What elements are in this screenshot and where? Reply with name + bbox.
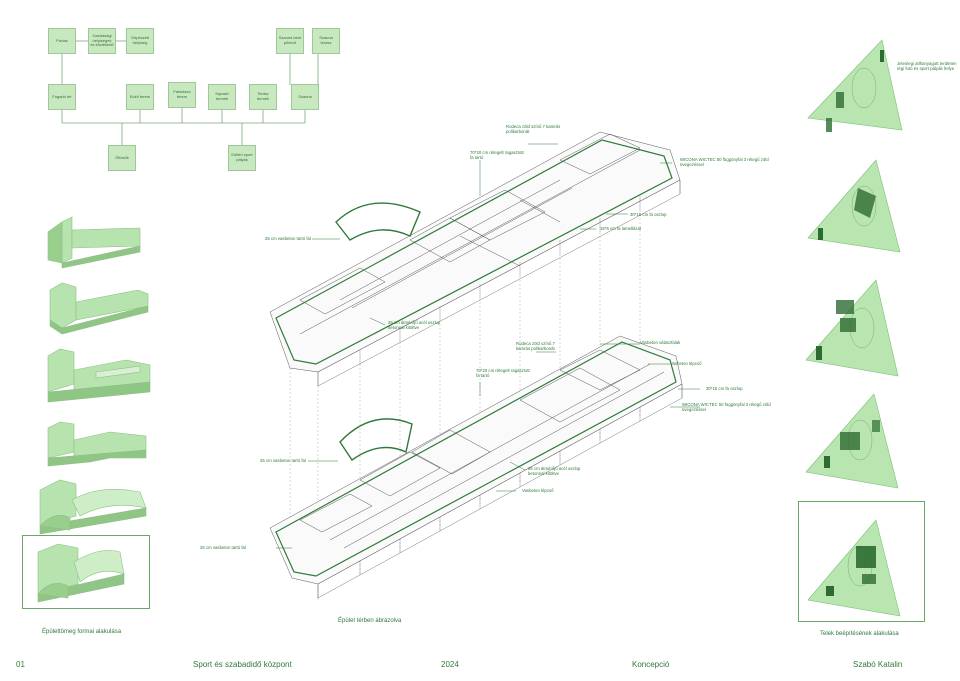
massing-step-6 bbox=[37, 543, 125, 603]
massing-step-2 bbox=[49, 282, 149, 335]
program-box-fogado-ter: Fogadó tér bbox=[48, 84, 76, 110]
program-box-falmaszo: Falmászó terem bbox=[168, 82, 196, 108]
program-box-portas: Portás bbox=[48, 28, 76, 54]
annotation-lower-curtain-wall: WICONA WICTEC 50 függönyfal 3 rétegű zöl… bbox=[682, 402, 771, 412]
annotation-upper-timber-column: 30*15 cm fa oszlop bbox=[630, 212, 667, 217]
program-box-edzo-terem: Edző terem bbox=[126, 84, 154, 110]
program-box-gepeszeti: Gépészeti helyiség bbox=[126, 28, 154, 54]
annotation-lower-concrete-wall-2: 25 cm vasbeton tartó fal bbox=[200, 545, 246, 550]
annotation-lower-steel-column: 25 cm átmérőjű acél oszlop betonnal kitö… bbox=[528, 466, 581, 476]
annotation-lower-polycarbonate: Rodeca zöld színű 7 kamrás polikarbonát bbox=[516, 341, 555, 351]
annotation-upper-timber-beam: 70*20 cm rétegelt ragasztott fa tartó bbox=[470, 150, 524, 160]
program-box-kulteri: Kültéri sport pályák bbox=[228, 145, 256, 171]
site-final-frame bbox=[798, 501, 925, 622]
annotation-lower-stair-2: Vasbeton lépcső bbox=[522, 488, 554, 493]
caption-axonometric: Épület térben ábrázolva bbox=[338, 618, 402, 624]
program-box-tenisz: Tenisz termek bbox=[249, 84, 277, 110]
footer-section: Koncepció bbox=[632, 660, 670, 669]
massing-step-3 bbox=[47, 348, 151, 403]
program-box-gazdasagi: Gazdasági helyiségek és közlekedő bbox=[88, 28, 116, 54]
annotation-upper-curtain-wall: WICONA WICTEC 50 függönyfal 3 rétegű zöl… bbox=[680, 157, 769, 167]
annotation-upper-concrete-wall: 25 cm vasbeton tartó fal bbox=[265, 236, 311, 241]
annotation-upper-steel-column: 25 cm átmérőjű acél oszlop betonnal kitö… bbox=[388, 320, 441, 330]
annotation-lower-partitions: Vasbeton válaszfalak bbox=[640, 340, 681, 345]
program-box-szauna-pihenő: Szauna bent pihenő bbox=[276, 28, 304, 54]
massing-step-5 bbox=[39, 479, 147, 535]
program-box-szauna-terasz: Szauna terasz bbox=[312, 28, 340, 54]
massing-step-4 bbox=[47, 421, 147, 467]
annotation-upper-polycarbonate: Rodeca zöld színű 7 kamrás polikarbonát bbox=[506, 124, 561, 134]
annotation-lower-timber-beam: 70*20 cm rétegelt ragasztott fa tartó bbox=[476, 368, 530, 378]
caption-massing: Épülettömeg formai alakulása bbox=[42, 629, 122, 635]
footer-project-title: Sport és szabadidő központ bbox=[193, 660, 292, 669]
annotation-lower-timber-column: 30*15 cm fa oszlop bbox=[706, 386, 743, 391]
annotation-upper-lamella: 15*5 cm fa lamellázat bbox=[600, 226, 642, 231]
footer-author: Szabó Katalin bbox=[853, 660, 903, 669]
annotation-lower-stair: Vasbeton lépcső bbox=[670, 361, 702, 366]
annotation-lower-concrete-wall: 25 cm vasbeton tartó fal bbox=[260, 458, 306, 463]
caption-site: Telek beépítésének alakulása bbox=[820, 631, 899, 637]
massing-final-frame bbox=[22, 535, 150, 609]
footer-year: 2024 bbox=[441, 660, 459, 669]
massing-step-1 bbox=[47, 216, 141, 269]
program-box-squash: Squash termek bbox=[208, 84, 236, 110]
site-note: Jelenlegi atlhanyagott területen régi fu… bbox=[897, 61, 957, 71]
program-box-szauna: Szauna bbox=[291, 84, 319, 110]
program-box-oltozok: Öltözők bbox=[108, 145, 136, 171]
footer-page-number: 01 bbox=[16, 660, 25, 669]
